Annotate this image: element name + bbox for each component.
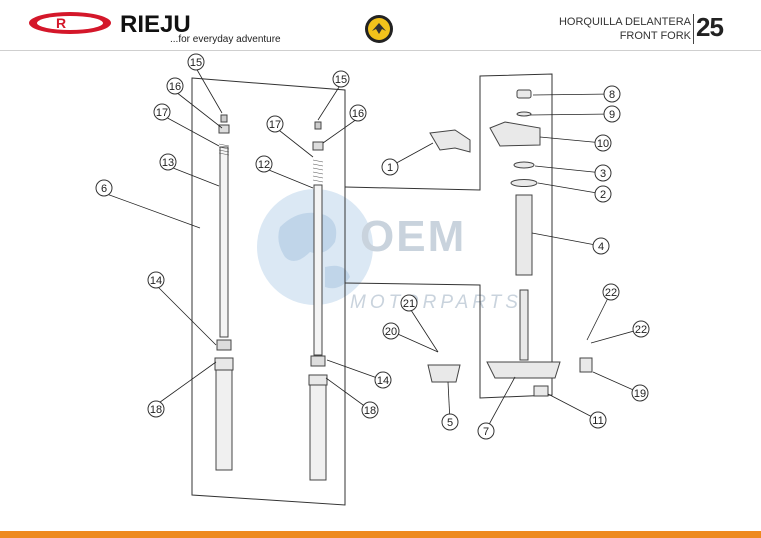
svg-text:15: 15 xyxy=(335,74,347,86)
callout-20: 20 xyxy=(382,322,400,340)
svg-text:8: 8 xyxy=(609,89,615,101)
callout-22a: 22 xyxy=(602,283,620,301)
svg-text:14: 14 xyxy=(150,275,162,287)
title-english: FRONT FORK xyxy=(619,30,691,42)
callout-22b: 22 xyxy=(632,320,650,338)
svg-text:17: 17 xyxy=(156,107,168,119)
page-number: 25 xyxy=(696,12,724,42)
svg-text:14: 14 xyxy=(377,375,389,387)
svg-text:19: 19 xyxy=(634,388,646,400)
svg-text:3: 3 xyxy=(600,168,606,180)
rieju-logo: R RIEJU xyxy=(29,11,191,35)
svg-text:9: 9 xyxy=(609,109,615,121)
callout-9: 9 xyxy=(603,105,621,123)
watermark-main: OEM xyxy=(360,212,467,261)
emblem-icon xyxy=(365,15,393,43)
title-spanish: HORQUILLA DELANTERA xyxy=(558,16,691,28)
fork-diagram: 15 16 17 13 6 12 15 16 17 14 18 14 18 8 … xyxy=(95,53,650,506)
callout-7: 7 xyxy=(477,422,495,440)
svg-text:11: 11 xyxy=(592,415,603,427)
callout-5: 5 xyxy=(441,413,459,431)
callout-21: 21 xyxy=(400,294,418,312)
callout-19: 19 xyxy=(631,384,649,402)
svg-text:7: 7 xyxy=(483,426,489,438)
callout-6: 6 xyxy=(95,179,113,197)
svg-text:13: 13 xyxy=(162,157,174,169)
header-divider xyxy=(0,50,761,51)
svg-text:16: 16 xyxy=(169,81,181,93)
callout-18a: 18 xyxy=(147,400,165,418)
svg-text:4: 4 xyxy=(598,241,604,253)
callout-14a: 14 xyxy=(147,271,165,289)
callout-17b: 17 xyxy=(266,115,284,133)
callout-10: 10 xyxy=(594,134,612,152)
left-fork-leg xyxy=(214,114,234,471)
page-header: R RIEJU ...for everyday adventure HORQUI… xyxy=(0,0,761,48)
svg-text:21: 21 xyxy=(403,298,415,310)
title-separator xyxy=(693,14,694,44)
callout-2: 2 xyxy=(594,185,612,203)
svg-text:2: 2 xyxy=(600,189,606,201)
brand-name: RIEJU xyxy=(120,11,191,35)
svg-text:22: 22 xyxy=(635,324,647,336)
triple-clamp-outline xyxy=(344,73,553,399)
brand-tagline: ...for everyday adventure xyxy=(170,34,281,45)
svg-text:16: 16 xyxy=(352,108,364,120)
callout-12: 12 xyxy=(255,155,273,173)
svg-text:1: 1 xyxy=(387,162,393,174)
watermark-sub: MOTORPARTS xyxy=(350,292,522,313)
callout-1: 1 xyxy=(381,158,399,176)
callout-8: 8 xyxy=(603,85,621,103)
callout-16a: 16 xyxy=(166,77,184,95)
steering-parts xyxy=(427,89,593,397)
svg-text:18: 18 xyxy=(150,404,162,416)
callout-3: 3 xyxy=(594,164,612,182)
svg-text:12: 12 xyxy=(258,159,270,171)
fork-outline xyxy=(191,77,346,506)
callouts: 15 16 17 13 6 12 15 16 17 14 18 14 18 8 … xyxy=(95,53,650,440)
svg-text:15: 15 xyxy=(190,57,202,69)
callout-17a: 17 xyxy=(153,103,171,121)
callout-15a: 15 xyxy=(187,53,205,71)
callout-15b: 15 xyxy=(332,70,350,88)
callout-11: 11 xyxy=(589,411,607,429)
svg-text:17: 17 xyxy=(269,119,281,131)
svg-text:10: 10 xyxy=(597,138,609,150)
callout-14b: 14 xyxy=(374,371,392,389)
callout-4: 4 xyxy=(592,237,610,255)
svg-text:6: 6 xyxy=(101,183,107,195)
svg-text:18: 18 xyxy=(364,405,376,417)
callout-18b: 18 xyxy=(361,401,379,419)
right-fork-leg xyxy=(308,121,328,481)
footer-accent-bar xyxy=(0,531,761,538)
svg-text:22: 22 xyxy=(605,287,617,299)
svg-text:20: 20 xyxy=(385,326,397,338)
callout-13: 13 xyxy=(159,153,177,171)
svg-text:R: R xyxy=(56,15,66,31)
svg-text:5: 5 xyxy=(447,417,453,429)
callout-16b: 16 xyxy=(349,104,367,122)
page-titles: HORQUILLA DELANTERA FRONT FORK xyxy=(559,15,691,43)
